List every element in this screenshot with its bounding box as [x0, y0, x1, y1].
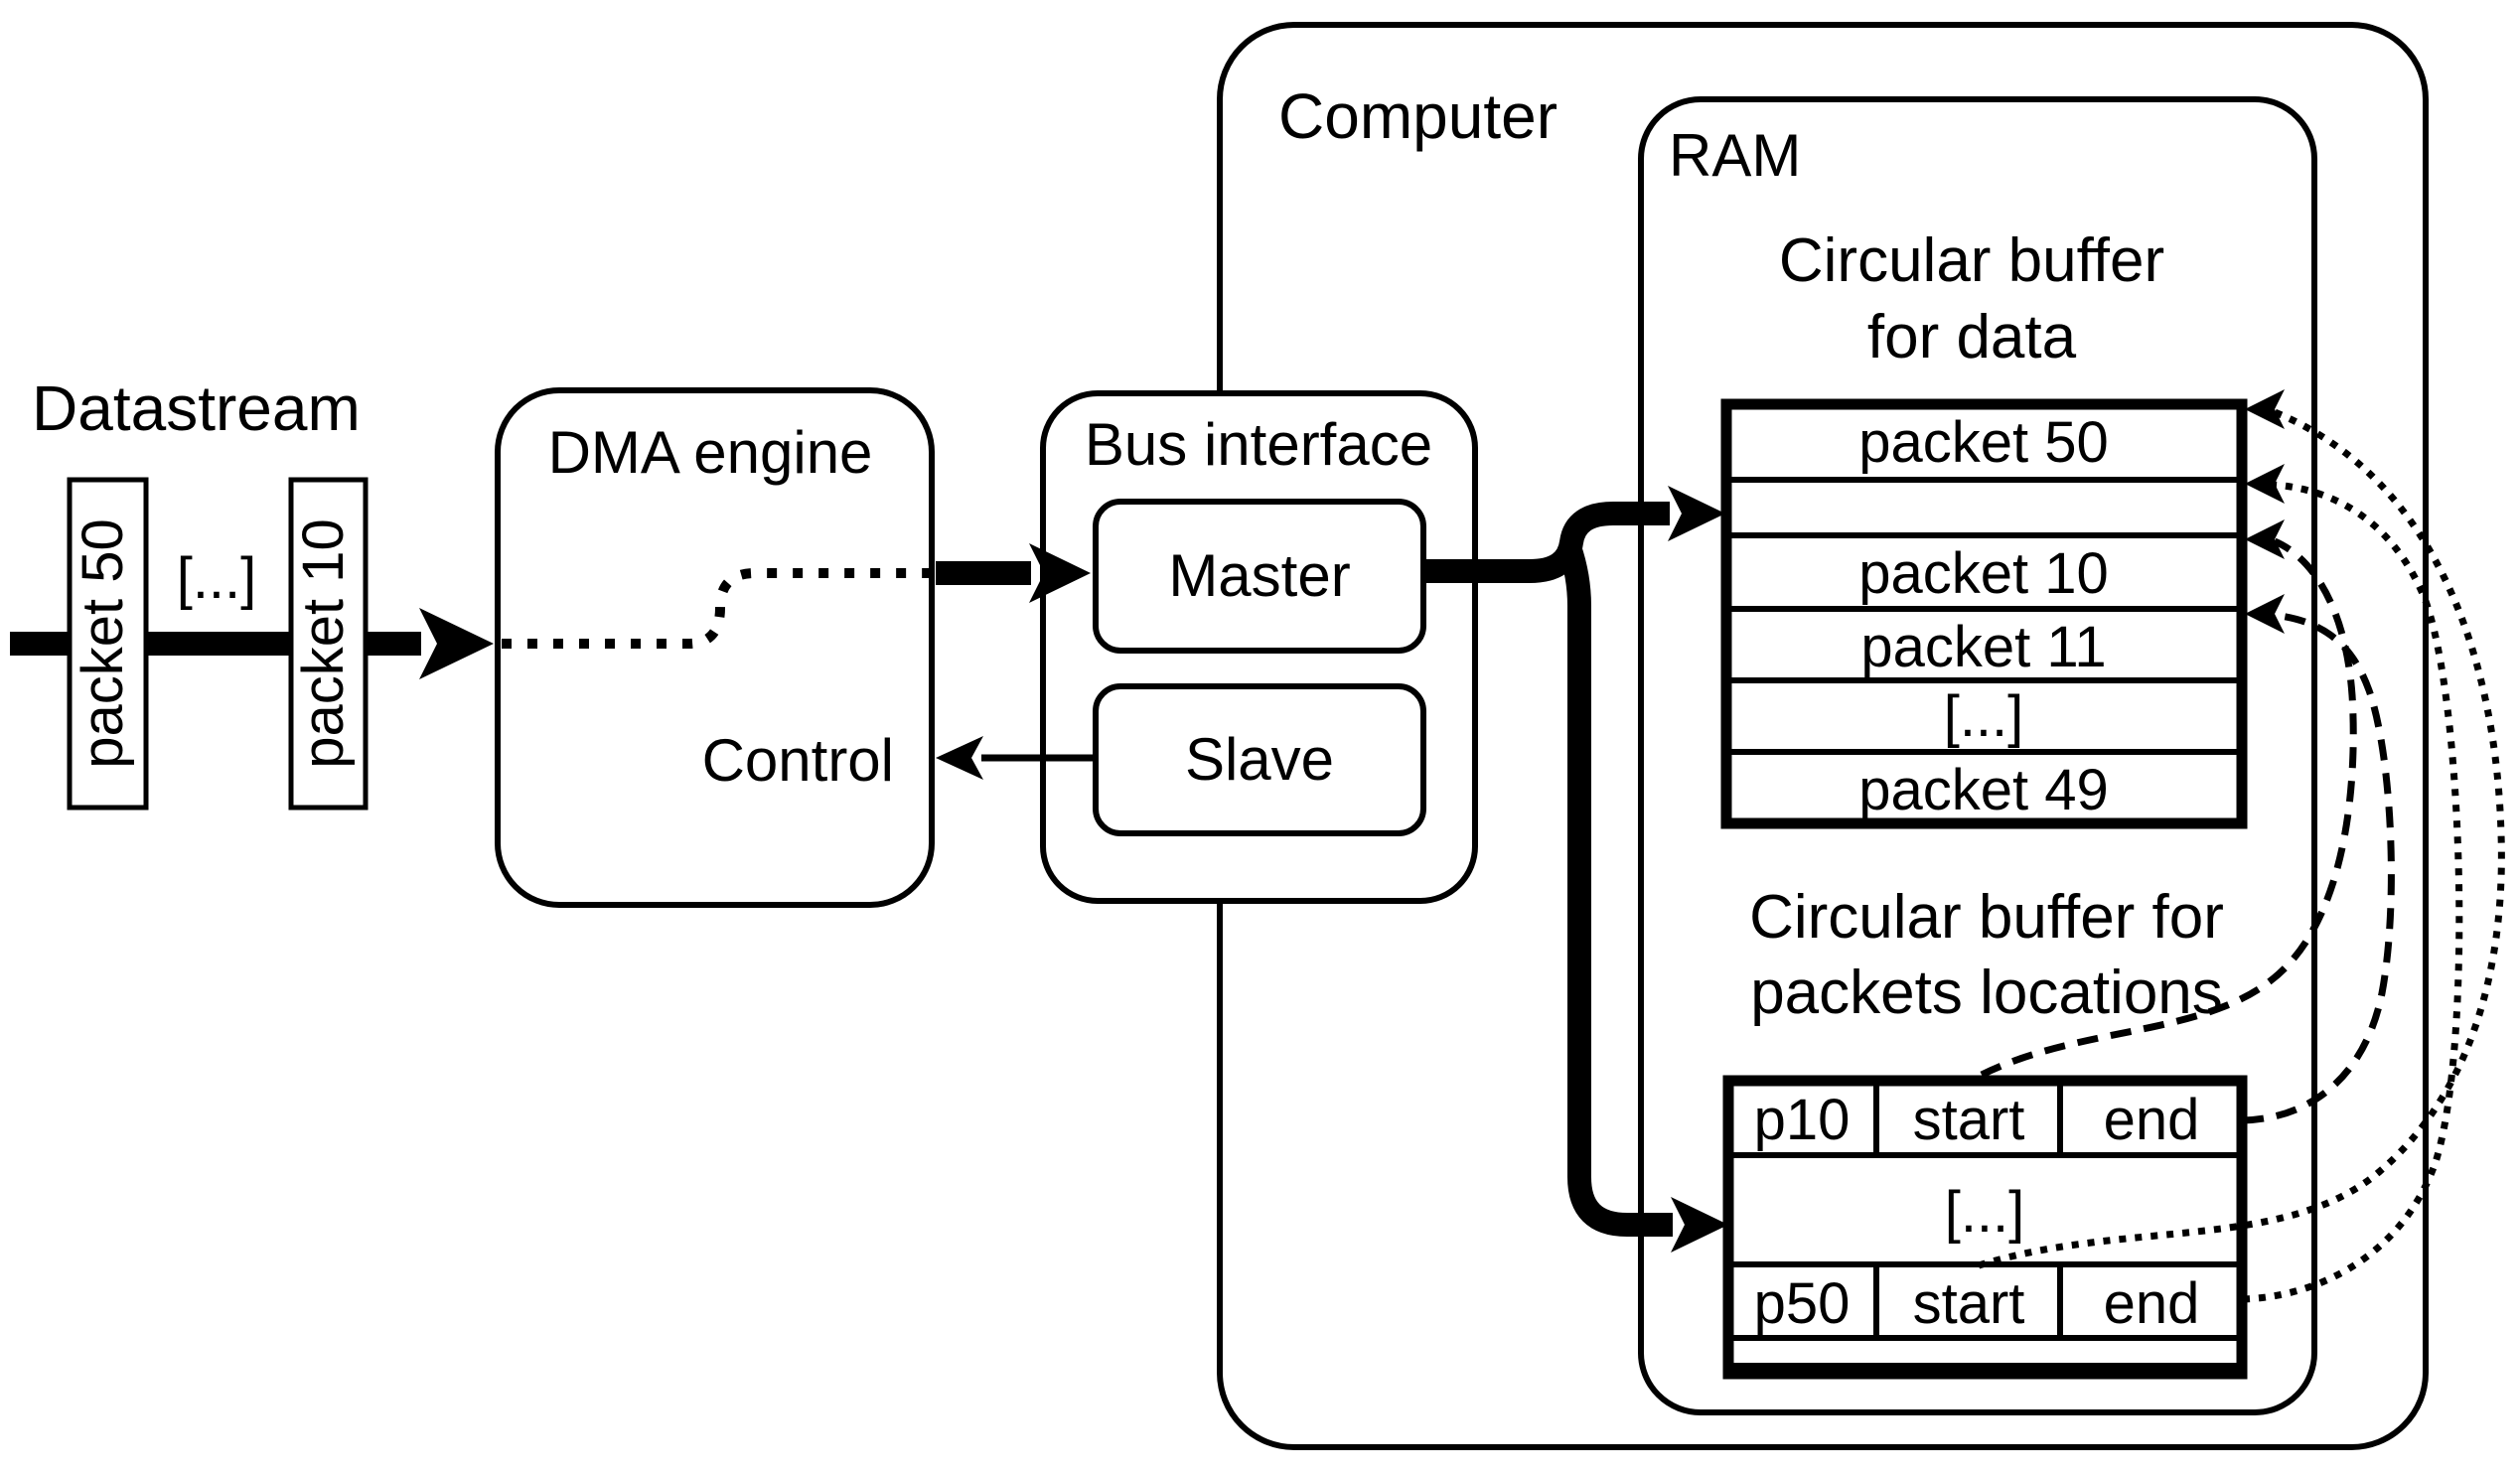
locations-p50-start: start	[1913, 1271, 2025, 1336]
trunk-to-locations-line	[1557, 543, 1673, 1237]
dma-engine-box	[495, 387, 935, 908]
control-label: Control	[702, 727, 894, 794]
computer-title: Computer	[1278, 80, 1557, 152]
locations-buffer-table	[1722, 1075, 2248, 1380]
data-buffer-row: packet 50	[1858, 410, 2109, 475]
datastream-arrowhead-icon	[419, 608, 494, 679]
data-buffer-title-line2: for data	[1867, 303, 2077, 371]
master-to-databuffer-line	[1423, 502, 1670, 583]
slave-box	[1093, 683, 1426, 836]
pointer-arrowhead-icon	[2245, 594, 2285, 634]
packet-50-label: packet 50	[71, 518, 135, 769]
datastream-ellipsis: [...]	[177, 546, 257, 611]
dma-engine-title: DMA engine	[548, 419, 873, 486]
locations-arrowhead-icon	[1671, 1197, 1728, 1253]
data-buffer-row: packet 11	[1860, 615, 2106, 679]
slave-label: Slave	[1185, 726, 1334, 793]
locations-p10-colline	[1873, 1081, 2063, 1155]
packet-50-box	[67, 477, 149, 811]
locations-p10-start: start	[1913, 1088, 2025, 1152]
control-arrowhead-icon	[936, 736, 983, 780]
packet-10-box	[288, 477, 369, 811]
p50-start-pointer-curve	[1977, 408, 2505, 1269]
p10-end-pointer-curve	[2242, 611, 2395, 1124]
locations-p10-id: p10	[1754, 1088, 1851, 1152]
dma-to-master-arrowhead-icon	[1029, 543, 1091, 603]
bus-interface-title: Bus interface	[1085, 411, 1432, 478]
datastream-label: Datastream	[32, 372, 361, 444]
dma-internal-dotted-path	[502, 568, 929, 649]
locations-title-line2: packets locations	[1750, 959, 2223, 1027]
locations-p10-end: end	[2104, 1088, 2200, 1152]
ram-title: RAM	[1669, 122, 1801, 189]
master-label: Master	[1168, 542, 1350, 609]
data-buffer-title-line1: Circular buffer	[1779, 226, 2164, 295]
packet-10-label: packet 10	[291, 518, 356, 769]
pointer-arrowhead-icon	[2245, 519, 2285, 559]
locations-ellipsis: [...]	[1945, 1180, 2025, 1245]
locations-p50-colline	[1873, 1264, 2063, 1338]
locations-p50-end: end	[2104, 1271, 2200, 1336]
pointer-arrowhead-icon	[2245, 389, 2285, 429]
data-buffer-row: packet 49	[1858, 758, 2109, 822]
databuffer-arrowhead-icon	[1668, 486, 1725, 541]
data-buffer-row: [...]	[1944, 684, 2024, 749]
p10-start-pointer-curve	[1980, 537, 2357, 1079]
locations-p50-id: p50	[1754, 1271, 1851, 1336]
data-buffer-row: packet 10	[1858, 541, 2109, 606]
locations-title-line1: Circular buffer for	[1749, 883, 2224, 952]
pointer-arrowhead-icon	[2245, 464, 2285, 504]
